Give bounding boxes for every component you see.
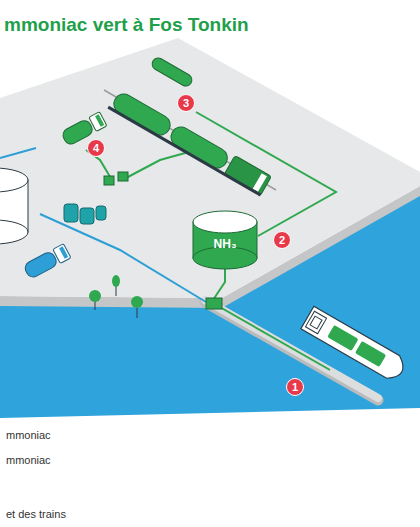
pier-part	[205, 300, 378, 398]
nh3-tank-part	[193, 211, 257, 233]
trees-part	[131, 296, 143, 308]
quay-platform-part	[0, 38, 420, 298]
legend-fragment: et des trains	[6, 508, 66, 520]
teal-tanks-part	[80, 208, 94, 224]
green-pipes-part	[218, 306, 330, 370]
silo	[0, 168, 28, 244]
green-truck-part	[95, 114, 104, 126]
train-part	[107, 106, 261, 197]
trees	[89, 275, 143, 318]
quay-platform	[0, 38, 420, 308]
blue-pipes-part	[0, 148, 36, 158]
ship-part	[355, 341, 386, 367]
legend-fragment: mmoniac	[6, 454, 51, 466]
tank-label: NH₃	[210, 235, 241, 253]
callout-number: 1	[286, 378, 304, 396]
green-pipes-part	[126, 150, 196, 178]
ship-part	[301, 306, 408, 383]
blue-truck-part	[59, 246, 68, 258]
node-text: 2	[279, 235, 285, 246]
teal-tanks-part	[64, 204, 78, 222]
node-text: 3	[183, 98, 189, 109]
storage-cylinder-part	[150, 56, 194, 88]
nh3-tank	[193, 211, 257, 269]
control-boxes-part	[206, 298, 222, 309]
control-boxes-part	[104, 176, 114, 185]
trees-part	[112, 275, 120, 287]
node-text: 1	[292, 382, 298, 393]
green-truck-part	[89, 112, 107, 132]
blue-pipes	[0, 148, 206, 302]
ship-part	[305, 311, 326, 334]
legend-fragment: mmoniac	[6, 429, 51, 441]
callout-number: 2	[273, 231, 291, 249]
control-boxes-part	[118, 172, 128, 181]
diagram-title: mmoniac vert à Fos Tonkin	[4, 14, 249, 36]
storage-cylinder	[150, 56, 194, 88]
ship-part	[310, 316, 322, 329]
blue-truck-part	[53, 244, 71, 264]
ship-part	[327, 325, 358, 351]
callout-number: 3	[177, 94, 195, 112]
node-text: 4	[93, 143, 99, 154]
blue-truck	[23, 244, 71, 280]
blue-truck-part	[23, 250, 59, 279]
node-text: NH₃	[214, 238, 237, 250]
green-pipes	[86, 112, 336, 370]
train-part	[253, 173, 267, 192]
train	[107, 88, 271, 196]
silo-part	[0, 168, 28, 192]
ship	[301, 306, 408, 383]
nh3-tank-part	[193, 247, 257, 269]
silo-part	[0, 220, 28, 244]
callout-number: 4	[87, 139, 105, 157]
trees-part	[89, 290, 101, 302]
train-part	[224, 155, 271, 195]
teal-tanks	[64, 204, 106, 224]
blue-pipes-part	[40, 214, 206, 302]
teal-tanks-part	[96, 206, 106, 220]
